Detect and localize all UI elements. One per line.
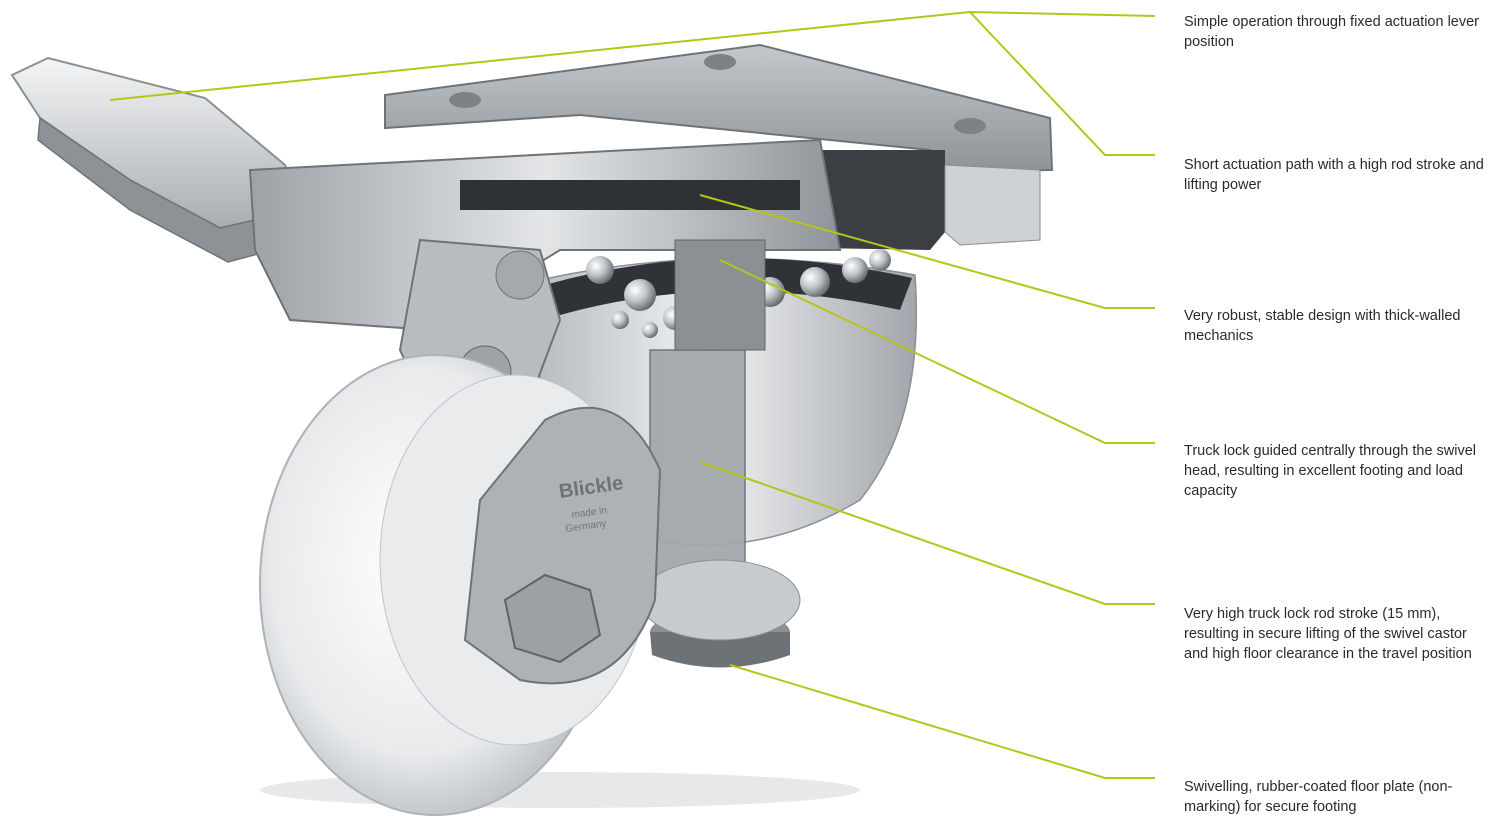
callout-floor-plate: Swivelling, rubber-coated floor plate (n… (1184, 779, 1453, 815)
callout-actuation-path: Short actuation path with a high rod str… (1184, 157, 1484, 193)
wheel-subtext-1: made in (571, 505, 608, 521)
leader-line-3 (699, 194, 1155, 309)
leader-line-6 (729, 664, 1155, 779)
mounting-hole (954, 118, 986, 134)
callout-truck-lock-guide: Truck lock guided centrally through the … (1184, 443, 1477, 499)
callout-actuation-lever: Simple operation through fixed actuation… (1184, 14, 1480, 50)
callout-rod-stroke: Very high truck lock rod stroke (15 mm),… (1184, 606, 1472, 662)
axle-nut (503, 573, 602, 664)
leader-lines (109, 10, 1156, 779)
leader-line-2 (969, 11, 1155, 156)
mounting-hole (449, 92, 481, 108)
leader-line-4 (719, 259, 1155, 444)
leader-line-5 (699, 461, 1155, 605)
truck-lock-rod (649, 349, 746, 591)
mounting-hole (704, 54, 736, 70)
callout-robust-design: Very robust, stable design with thick-wa… (1184, 308, 1461, 344)
